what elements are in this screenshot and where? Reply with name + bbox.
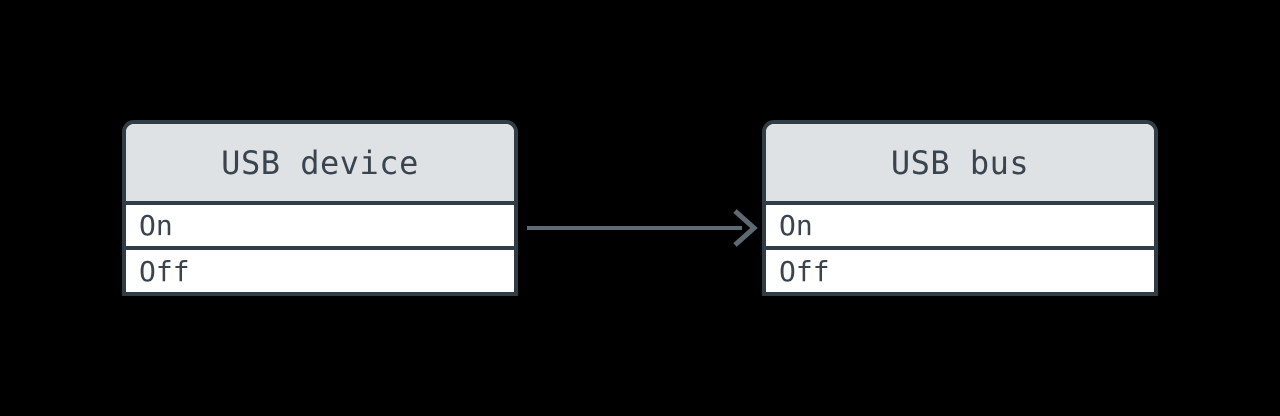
node-usb-device-header: USB device <box>126 124 514 205</box>
node-usb-device-row-off: Off <box>126 250 514 292</box>
node-title: USB bus <box>890 143 1030 182</box>
node-usb-bus: USB bus On Off <box>762 120 1158 296</box>
node-usb-bus-header: USB bus <box>766 124 1154 205</box>
node-title: USB device <box>221 143 419 182</box>
node-usb-bus-row-on: On <box>766 205 1154 250</box>
row-label: On <box>779 209 813 242</box>
row-label: On <box>139 209 173 242</box>
node-usb-device: USB device On Off <box>122 120 518 296</box>
arrowhead-icon <box>733 209 758 247</box>
row-label: Off <box>779 254 830 288</box>
row-label: Off <box>139 254 190 288</box>
node-usb-bus-row-off: Off <box>766 250 1154 292</box>
node-usb-device-row-on: On <box>126 205 514 250</box>
